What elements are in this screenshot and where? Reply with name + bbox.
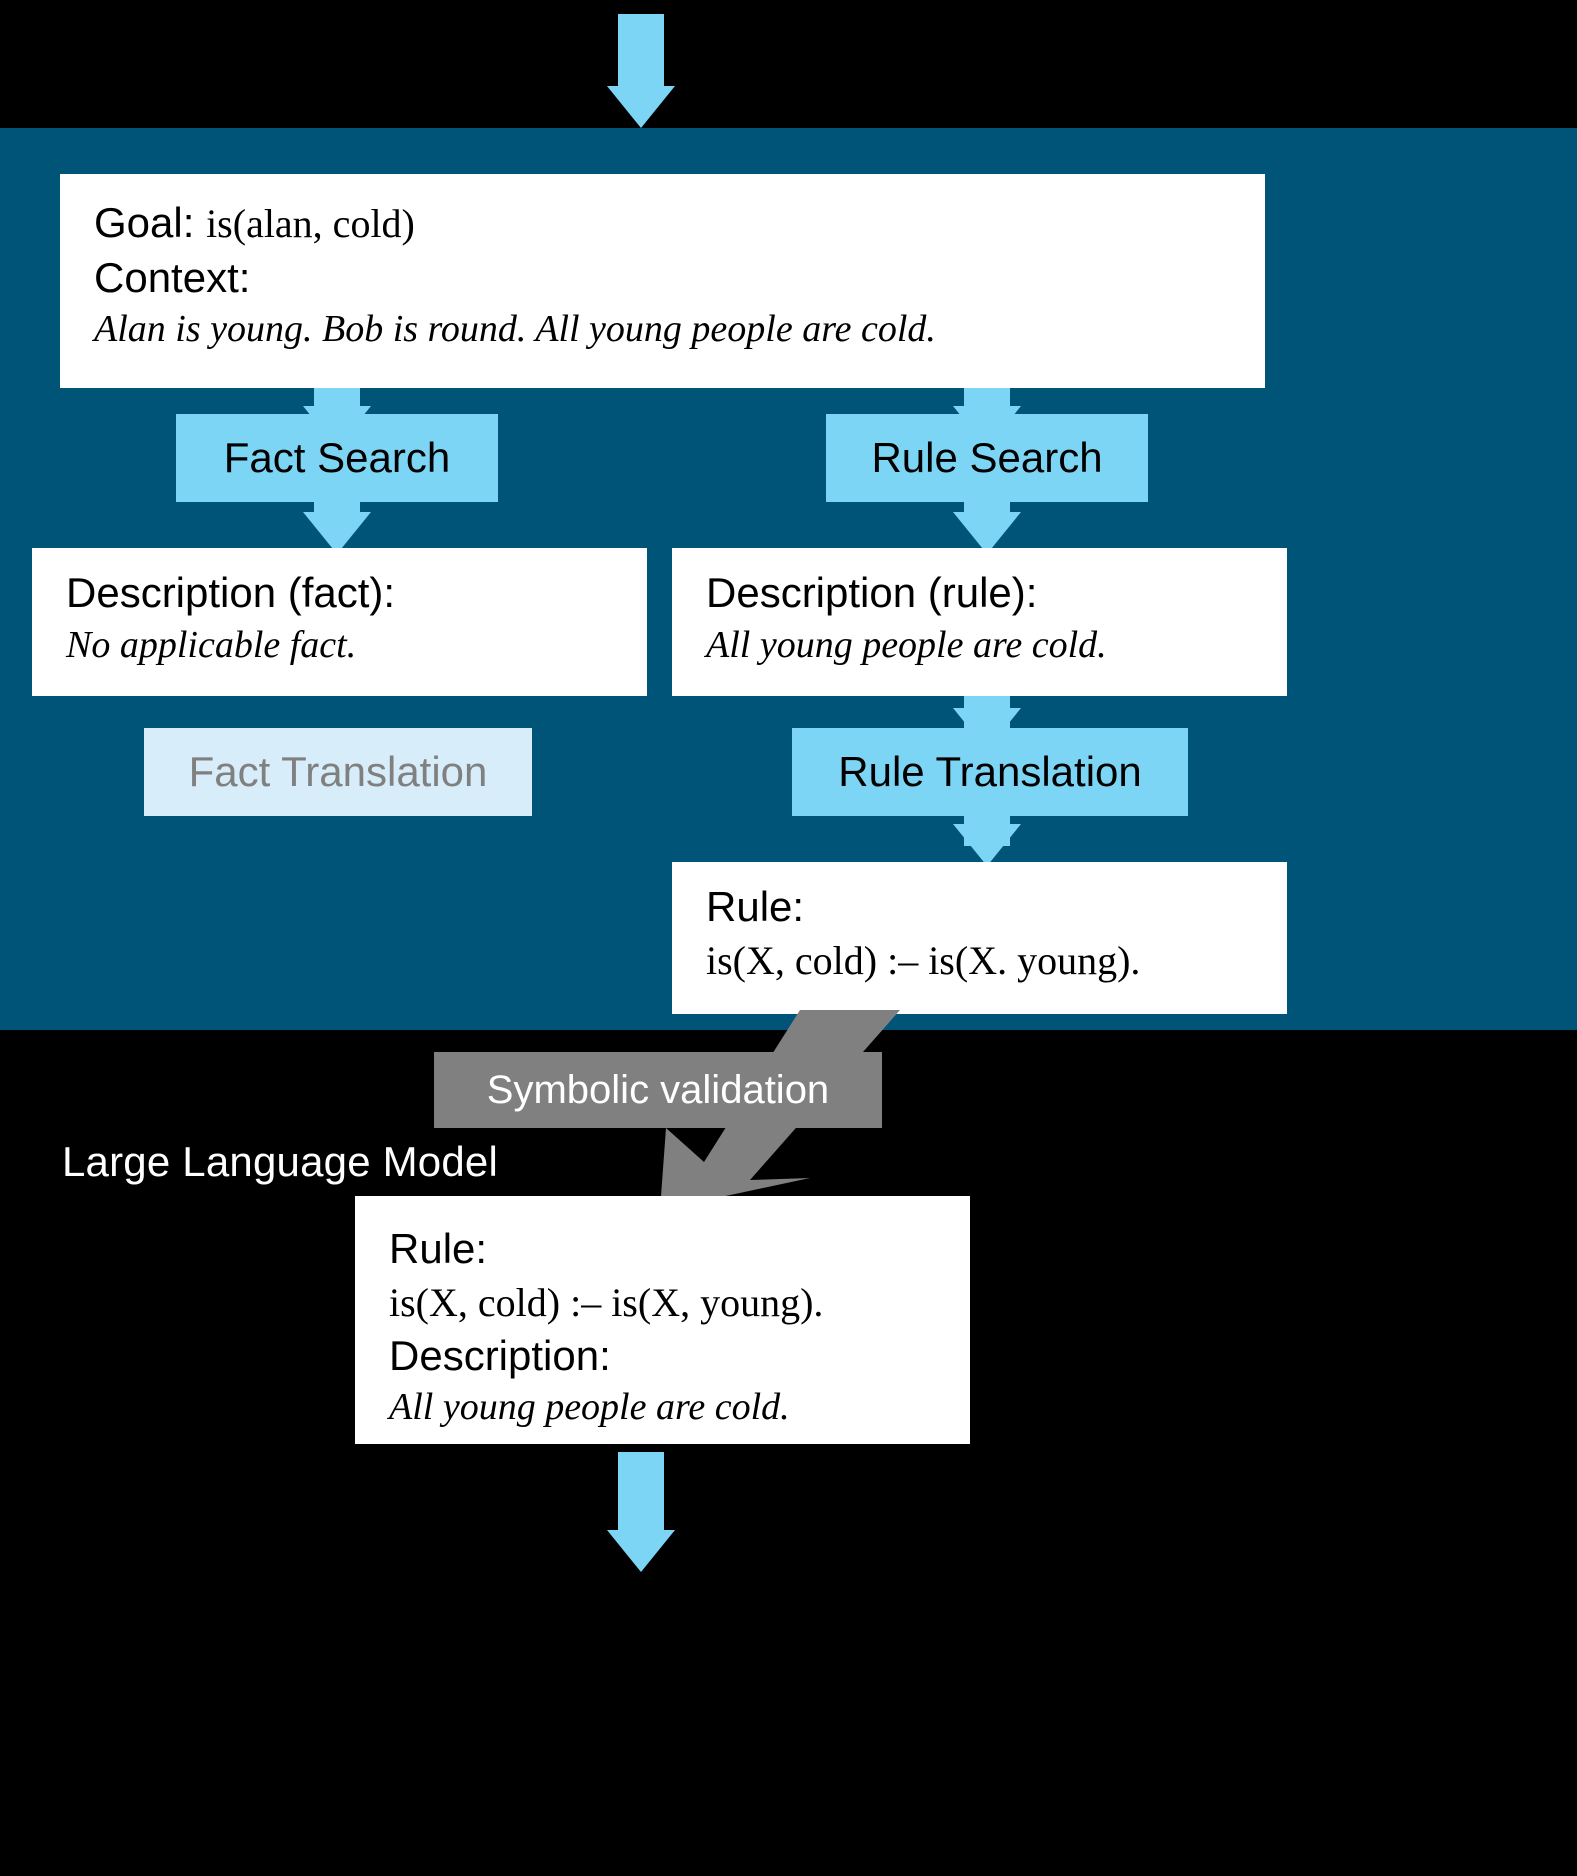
rule-description-label: Description (rule): xyxy=(706,569,1038,616)
bottom-exit-arrow-stem xyxy=(618,1452,664,1542)
symbolic-validation-step[interactable]: Symbolic validation xyxy=(434,1052,882,1128)
validated-rule-label: Rule: xyxy=(389,1225,488,1272)
arrow-down-icon xyxy=(953,824,1021,866)
validated-description-label: Description: xyxy=(389,1331,611,1379)
arrow-down-icon xyxy=(953,512,1021,554)
rule-description-value: All young people are cold. xyxy=(706,623,1107,666)
top-entry-arrow-stem xyxy=(618,14,664,88)
generated-rule-label: Rule: xyxy=(706,883,805,930)
rule-search-step[interactable]: Rule Search xyxy=(826,414,1148,502)
generated-rule-value: is(X, cold) :– is(X. young). xyxy=(706,937,1141,983)
llm-panel-label: Large Language Model xyxy=(62,1138,499,1185)
arrow-down-icon xyxy=(607,86,675,128)
goal-context-box: Goal: is(alan, cold) Context: Alan is yo… xyxy=(60,174,1265,388)
validated-rule-box: Rule: is(X, cold) :– is(X, young). Descr… xyxy=(355,1196,970,1444)
fact-search-step[interactable]: Fact Search xyxy=(176,414,498,502)
arrow-down-icon xyxy=(607,1530,675,1572)
context-label: Context: xyxy=(94,253,251,301)
fact-description-label: Description (fact): xyxy=(66,569,396,616)
rule-description-box: Description (rule): All young people are… xyxy=(672,548,1287,696)
generated-rule-box: Rule: is(X, cold) :– is(X. young). xyxy=(672,862,1287,1014)
goal-line: Goal: is(alan, cold) xyxy=(94,196,1231,251)
goal-label: Goal: xyxy=(94,199,195,246)
arrow-down-icon xyxy=(303,512,371,554)
rule-translation-step[interactable]: Rule Translation xyxy=(792,728,1188,816)
goal-value: is(alan, cold) xyxy=(206,201,415,246)
validated-description-value: All young people are cold. xyxy=(389,1386,790,1429)
fact-description-value: No applicable fact. xyxy=(66,623,357,666)
fact-description-box: Description (fact): No applicable fact. xyxy=(32,548,647,696)
fact-translation-step[interactable]: Fact Translation xyxy=(144,728,532,816)
context-value: Alan is young. Bob is round. All young p… xyxy=(94,308,936,351)
validated-rule-value: is(X, cold) :– is(X, young). xyxy=(389,1279,824,1325)
